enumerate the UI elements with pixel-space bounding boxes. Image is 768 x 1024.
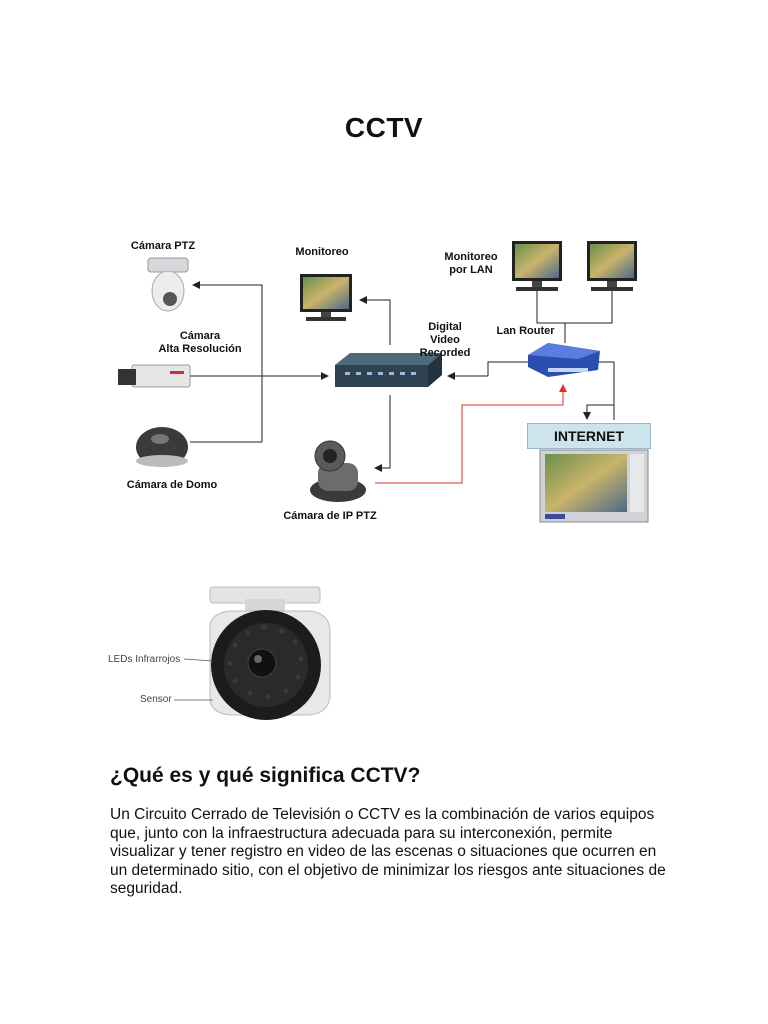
label-dvr: Digital Video Recorded	[419, 321, 471, 359]
dome-camera-icon	[136, 427, 188, 467]
lan-monitor-icon-2	[587, 241, 637, 291]
diagram-graphics	[118, 241, 649, 523]
ptz-camera-icon	[147, 257, 189, 312]
bullet-camera-photo: LEDs Infrarrojos Sensor	[100, 585, 340, 725]
label-ip-ptz-camera: Cámara de IP PTZ	[283, 510, 377, 522]
ip-ptz-camera-icon	[310, 440, 366, 502]
internet-screen-icon	[539, 449, 649, 523]
label-dome-camera: Cámara de Domo	[126, 479, 218, 491]
bullet-camera-graphic	[174, 586, 331, 720]
label-internet: INTERNET	[527, 423, 651, 449]
router-icon	[528, 343, 600, 377]
section-heading: ¿Qué es y qué significa CCTV?	[110, 764, 421, 787]
box-camera-icon	[118, 364, 191, 388]
label-ptz-camera: Cámara PTZ	[130, 240, 196, 252]
label-lan-monitoring: Monitoreo por LAN	[444, 251, 498, 276]
lan-monitor-icon-1	[512, 241, 562, 291]
section-paragraph: Un Circuito Cerrado de Televisión o CCTV…	[110, 806, 666, 897]
connection-lines	[190, 281, 615, 472]
label-high-res-camera: Cámara Alta Resolución	[158, 330, 242, 355]
label-sensor: Sensor	[140, 694, 172, 705]
page-title: CCTV	[344, 112, 424, 143]
internet-link	[375, 384, 567, 484]
label-infrared-leds: LEDs Infrarrojos	[108, 654, 181, 665]
label-monitoring: Monitoreo	[295, 246, 349, 258]
cctv-network-diagram: Cámara PTZ Cámara Alta Resolución Cámara…	[0, 225, 768, 535]
dvr-icon	[335, 353, 442, 387]
monitor-icon	[300, 274, 352, 321]
label-lan-router: Lan Router	[496, 325, 555, 337]
